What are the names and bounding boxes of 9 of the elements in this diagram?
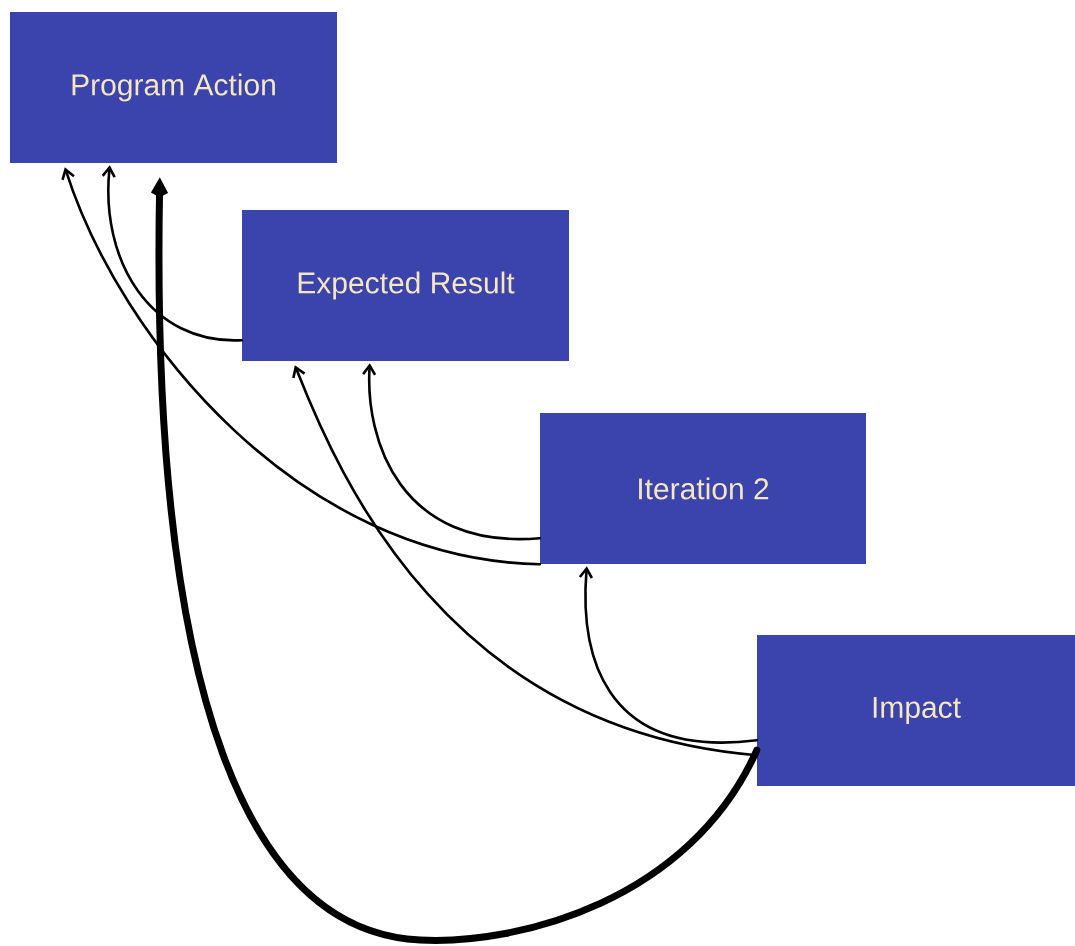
arrow (61, 167, 542, 566)
arrow (150, 177, 761, 944)
process-box: Impact (757, 635, 1075, 786)
process-box: Iteration 2 (540, 413, 866, 564)
process-box: Program Action (10, 12, 337, 163)
process-box: Expected Result (242, 210, 569, 361)
arrow (578, 566, 759, 744)
arrow (362, 363, 542, 540)
arrow (101, 165, 244, 342)
